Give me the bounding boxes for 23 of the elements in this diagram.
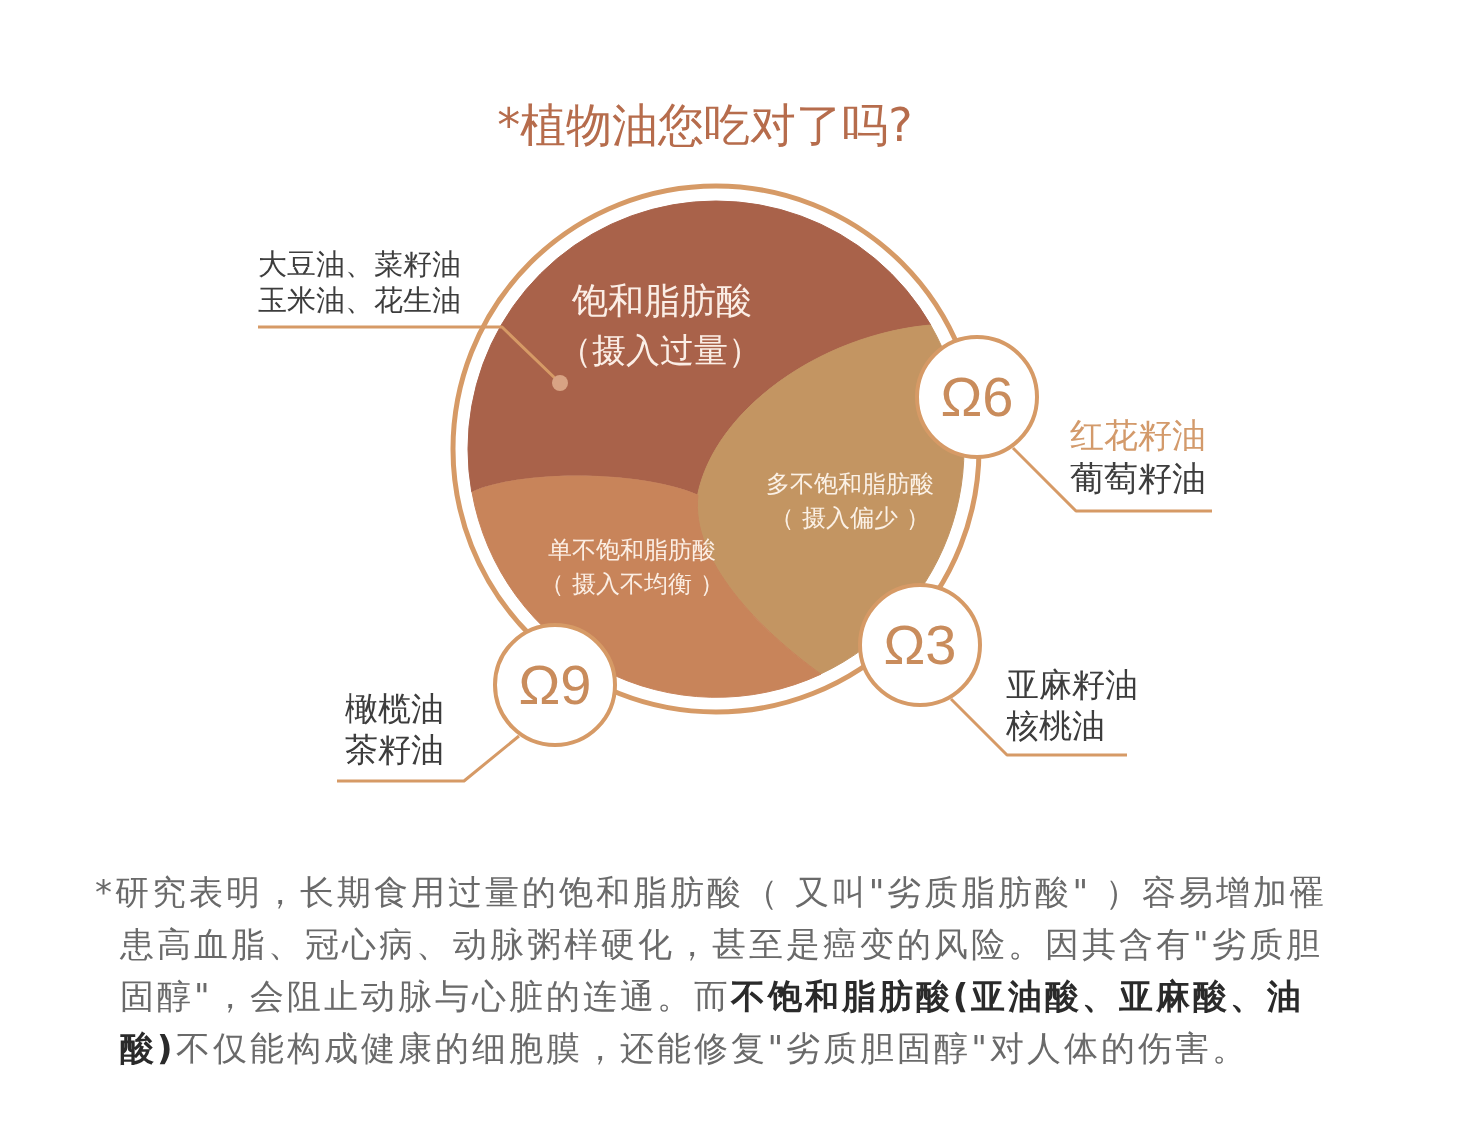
segment-title: 多不饱和脂肪酸 xyxy=(766,469,934,499)
oil-name: 红花籽油 xyxy=(1070,414,1206,457)
segment-note: （ 摄入不均衡 ） xyxy=(540,569,724,599)
diagram-title: *植物油您吃对了吗? xyxy=(497,97,913,153)
omega-badge: Ω6 xyxy=(915,335,1039,459)
segment-title: 饱和脂肪酸 xyxy=(572,279,752,324)
oil-name: 茶籽油 xyxy=(345,729,444,770)
oil-name: 葡萄籽油 xyxy=(1070,457,1206,500)
oil-name: 大豆油、菜籽油 xyxy=(258,246,461,282)
oil-name: 核桃油 xyxy=(1006,705,1105,746)
oil-name: 亚麻籽油 xyxy=(1006,664,1138,705)
leader-line xyxy=(258,325,568,391)
segment-note: （ 摄入偏少 ） xyxy=(770,503,930,533)
leader-line xyxy=(949,697,1127,757)
oil-name: 玉米油、花生油 xyxy=(258,282,461,318)
segment-note: （摄入过量） xyxy=(558,329,762,373)
omega-badge: Ω3 xyxy=(858,583,982,707)
leader-line xyxy=(337,734,520,783)
leader-line xyxy=(1011,446,1212,513)
segment-title: 单不饱和脂肪酸 xyxy=(548,535,716,565)
omega-badge: Ω9 xyxy=(493,623,617,747)
oil-name: 橄榄油 xyxy=(345,688,444,729)
footnote-text: *研究表明，长期食用过量的饱和脂肪酸（ 又叫"劣质脂肪酸" ）容易增加罹患高血脂、冠心病、动脉粥样硬化，甚至是癌变的风险。因其含有"劣质胆固醇"，会阻止动脉与心脏的连通。而不饱和脂肪酸(亚油酸、亚麻酸、油酸)不仅能构成健康的细胞膜，还能修复"劣质胆固醇"对人体的伤害。 xyxy=(95,871,1328,1070)
